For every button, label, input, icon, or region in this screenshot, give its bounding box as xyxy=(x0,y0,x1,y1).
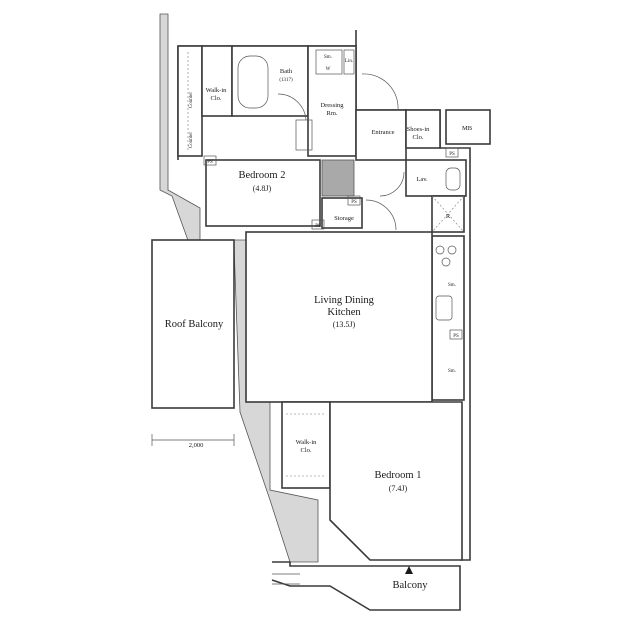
door-swing xyxy=(277,93,307,121)
sm-label-c: Sm. xyxy=(448,369,456,374)
roof-balcony-area xyxy=(151,239,235,409)
roof-balcony-label: Roof Balcony xyxy=(165,319,224,330)
walkin-bottom-wall xyxy=(281,401,331,489)
kitchen-counter xyxy=(431,235,465,401)
bath-label: Bath xyxy=(280,68,293,75)
mb-label: MB xyxy=(462,125,473,132)
entrance-door-swing xyxy=(361,73,399,111)
vanity xyxy=(295,119,313,151)
washer-box xyxy=(315,49,343,75)
linen-box xyxy=(343,49,355,75)
stove-burner xyxy=(447,245,457,255)
storage-wall xyxy=(321,197,363,229)
bedroom1-size: (7.4J) xyxy=(389,484,408,493)
ps-marker xyxy=(449,329,463,340)
ps-label: PS xyxy=(449,152,455,157)
sm-label-a: Sm. xyxy=(324,55,332,60)
shoes-in-label-line1: Shoes-in xyxy=(407,126,431,133)
toilet xyxy=(445,167,461,191)
lav-label: Lav. xyxy=(416,176,428,183)
bedroom2-label: Bedroom 2 xyxy=(239,170,286,181)
counter-top-label: Counter xyxy=(189,92,194,108)
dressing-label-line2: Rm. xyxy=(326,110,337,117)
refrigerator-label: R xyxy=(446,213,451,220)
fridge-cross xyxy=(431,195,465,233)
bathtub xyxy=(237,55,269,109)
bath-size: (1317) xyxy=(279,78,293,83)
bedroom1-wall xyxy=(329,401,463,561)
counter-area-wall xyxy=(177,45,203,157)
ps-label: PS xyxy=(453,334,459,339)
ps-marker xyxy=(311,219,325,230)
ps-label: PS xyxy=(207,160,213,165)
sm-label-b: Sm. xyxy=(448,283,456,288)
entrance-wall xyxy=(355,109,407,161)
walkin-top-label-line1: Walk-in xyxy=(206,87,228,94)
hall-door-swing xyxy=(365,199,397,231)
entrance-label: Entrance xyxy=(371,129,394,136)
mb-wall xyxy=(445,109,491,145)
counter-bottom-label: Counter xyxy=(189,132,194,148)
bedroom2-size: (4.8J) xyxy=(253,184,272,193)
storage-label: Storage xyxy=(334,215,354,222)
walkin-bottom-label-line1: Walk-in xyxy=(296,439,318,446)
ps-marker xyxy=(347,195,361,206)
balcony-label: Balcony xyxy=(393,580,429,591)
ldk-label-line1: Living Dining xyxy=(314,295,375,306)
bath-wall xyxy=(231,45,309,117)
washer-label: W xyxy=(326,67,331,72)
linen-label: Lin. xyxy=(345,59,353,64)
dimension-label: 2,000 xyxy=(189,442,204,449)
ps-marker xyxy=(445,147,459,158)
ps-label: PS xyxy=(351,200,357,205)
ps-marker xyxy=(203,155,217,166)
ldk-label-line2: Kitchen xyxy=(327,307,361,318)
walkin-top-wall xyxy=(201,45,233,117)
entry-arrow-icon xyxy=(405,566,413,574)
lav-door-swing xyxy=(379,171,405,197)
ps-label: PS xyxy=(315,224,321,229)
stove-burner xyxy=(441,257,451,267)
kitchen-sink xyxy=(435,295,453,321)
walkin-bottom-label-line2: Clo. xyxy=(300,447,311,454)
lav-wall xyxy=(405,159,467,197)
shoes-in-wall xyxy=(405,109,441,149)
balcony-outline xyxy=(271,561,461,611)
walkin-top-label-line2: Clo. xyxy=(210,95,221,102)
shaft xyxy=(321,159,355,197)
shoes-in-label-line2: Clo. xyxy=(412,134,423,141)
bedroom2-wall xyxy=(205,159,321,227)
ldk-size: (13.5J) xyxy=(333,320,356,329)
dressing-label-line1: Dressing xyxy=(320,102,344,109)
bedroom1-label: Bedroom 1 xyxy=(375,470,422,481)
stove-burner xyxy=(435,245,445,255)
ldk-wall xyxy=(245,231,433,403)
